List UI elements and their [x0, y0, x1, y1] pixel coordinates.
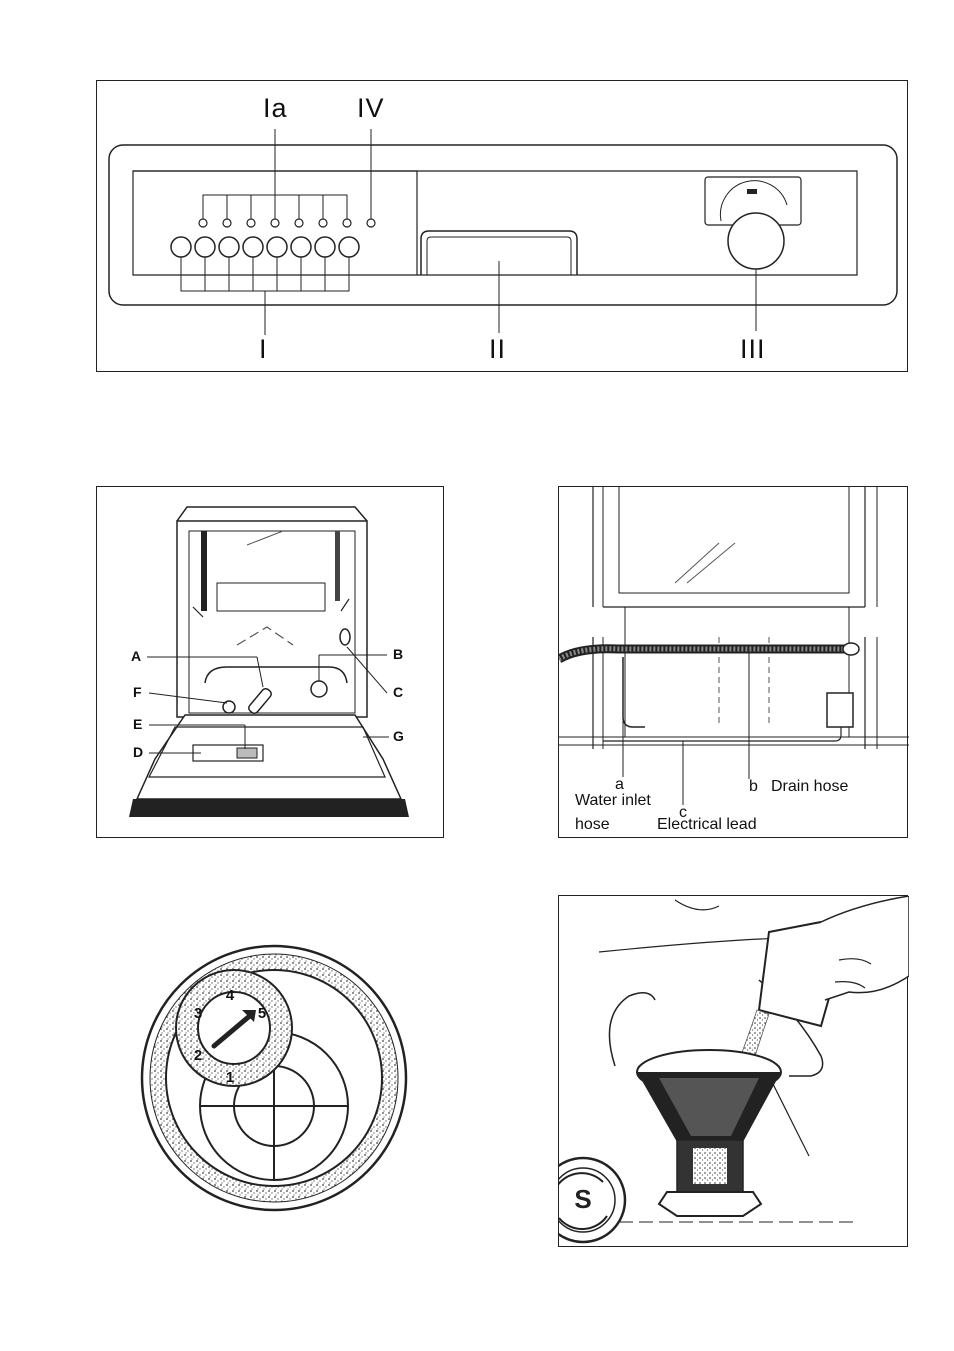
- programme-button-8[interactable]: [339, 237, 359, 257]
- indicator-lamp-4: [271, 219, 279, 227]
- connections-drawing: [559, 487, 909, 839]
- programme-knob[interactable]: [728, 213, 784, 269]
- selector-mark: [747, 189, 757, 194]
- label-b: B: [393, 647, 403, 661]
- label-d: D: [133, 745, 143, 759]
- label-iv: IV: [357, 95, 385, 122]
- label-drain-hose: Drain hose: [771, 779, 848, 795]
- indicator-lamp-5: [295, 219, 303, 227]
- salt-figure: S: [558, 895, 908, 1247]
- programme-button-1[interactable]: [171, 237, 191, 257]
- indicator-lamp-2: [223, 219, 231, 227]
- label-a: A: [131, 649, 141, 663]
- indicator-iv: [367, 219, 375, 227]
- spray-arm: [247, 687, 273, 715]
- label-ii: II: [489, 336, 506, 363]
- salt-drawing: S: [559, 896, 909, 1248]
- interior-figure: A B F C E G D: [96, 486, 444, 838]
- dial-number-2: 2: [194, 1047, 202, 1064]
- indicator-lamp-6: [319, 219, 327, 227]
- label-i: I: [259, 336, 268, 363]
- programme-button-2[interactable]: [195, 237, 215, 257]
- door-edge: [129, 799, 409, 817]
- programme-button-7[interactable]: [315, 237, 335, 257]
- dial-number-5: 5: [258, 1005, 266, 1022]
- label-water-inlet: Water inlet: [575, 793, 651, 809]
- label-electrical-lead: Electrical lead: [657, 817, 757, 833]
- control-panel-drawing: [97, 81, 909, 373]
- dial-number-3: 3: [194, 1005, 202, 1022]
- indicator-lamp-1: [199, 219, 207, 227]
- label-ia: Ia: [263, 95, 288, 122]
- label-g: G: [393, 729, 404, 743]
- hand: [821, 896, 909, 1000]
- label-b-letter: b: [749, 779, 758, 795]
- indicator-lamps: [199, 219, 375, 227]
- label-e: E: [133, 717, 142, 731]
- indicator-lamp-3: [247, 219, 255, 227]
- indicator-lamp-7: [343, 219, 351, 227]
- dial-drawing: 1 2 3 4 5: [136, 938, 412, 1218]
- dial-number-1: 1: [226, 1069, 234, 1086]
- programme-button-6[interactable]: [291, 237, 311, 257]
- junction-box: [827, 693, 853, 727]
- label-c: C: [393, 685, 403, 699]
- programme-button-4[interactable]: [243, 237, 263, 257]
- programme-button-5[interactable]: [267, 237, 287, 257]
- control-panel-figure: Ia IV I II III: [96, 80, 908, 372]
- programme-buttons: [171, 237, 359, 257]
- label-f: F: [133, 685, 142, 699]
- salt-cap-letter: S: [574, 1184, 591, 1214]
- label-a-letter: a: [615, 777, 624, 793]
- label-iii: III: [740, 336, 766, 363]
- dial-number-4: 4: [226, 987, 235, 1004]
- connections-figure: a Water inlet hose b Drain hose c Electr…: [558, 486, 908, 838]
- dial-figure: 1 2 3 4 5: [136, 938, 412, 1218]
- interior-drawing: [97, 487, 445, 839]
- label-hose: hose: [575, 817, 610, 833]
- programme-button-3[interactable]: [219, 237, 239, 257]
